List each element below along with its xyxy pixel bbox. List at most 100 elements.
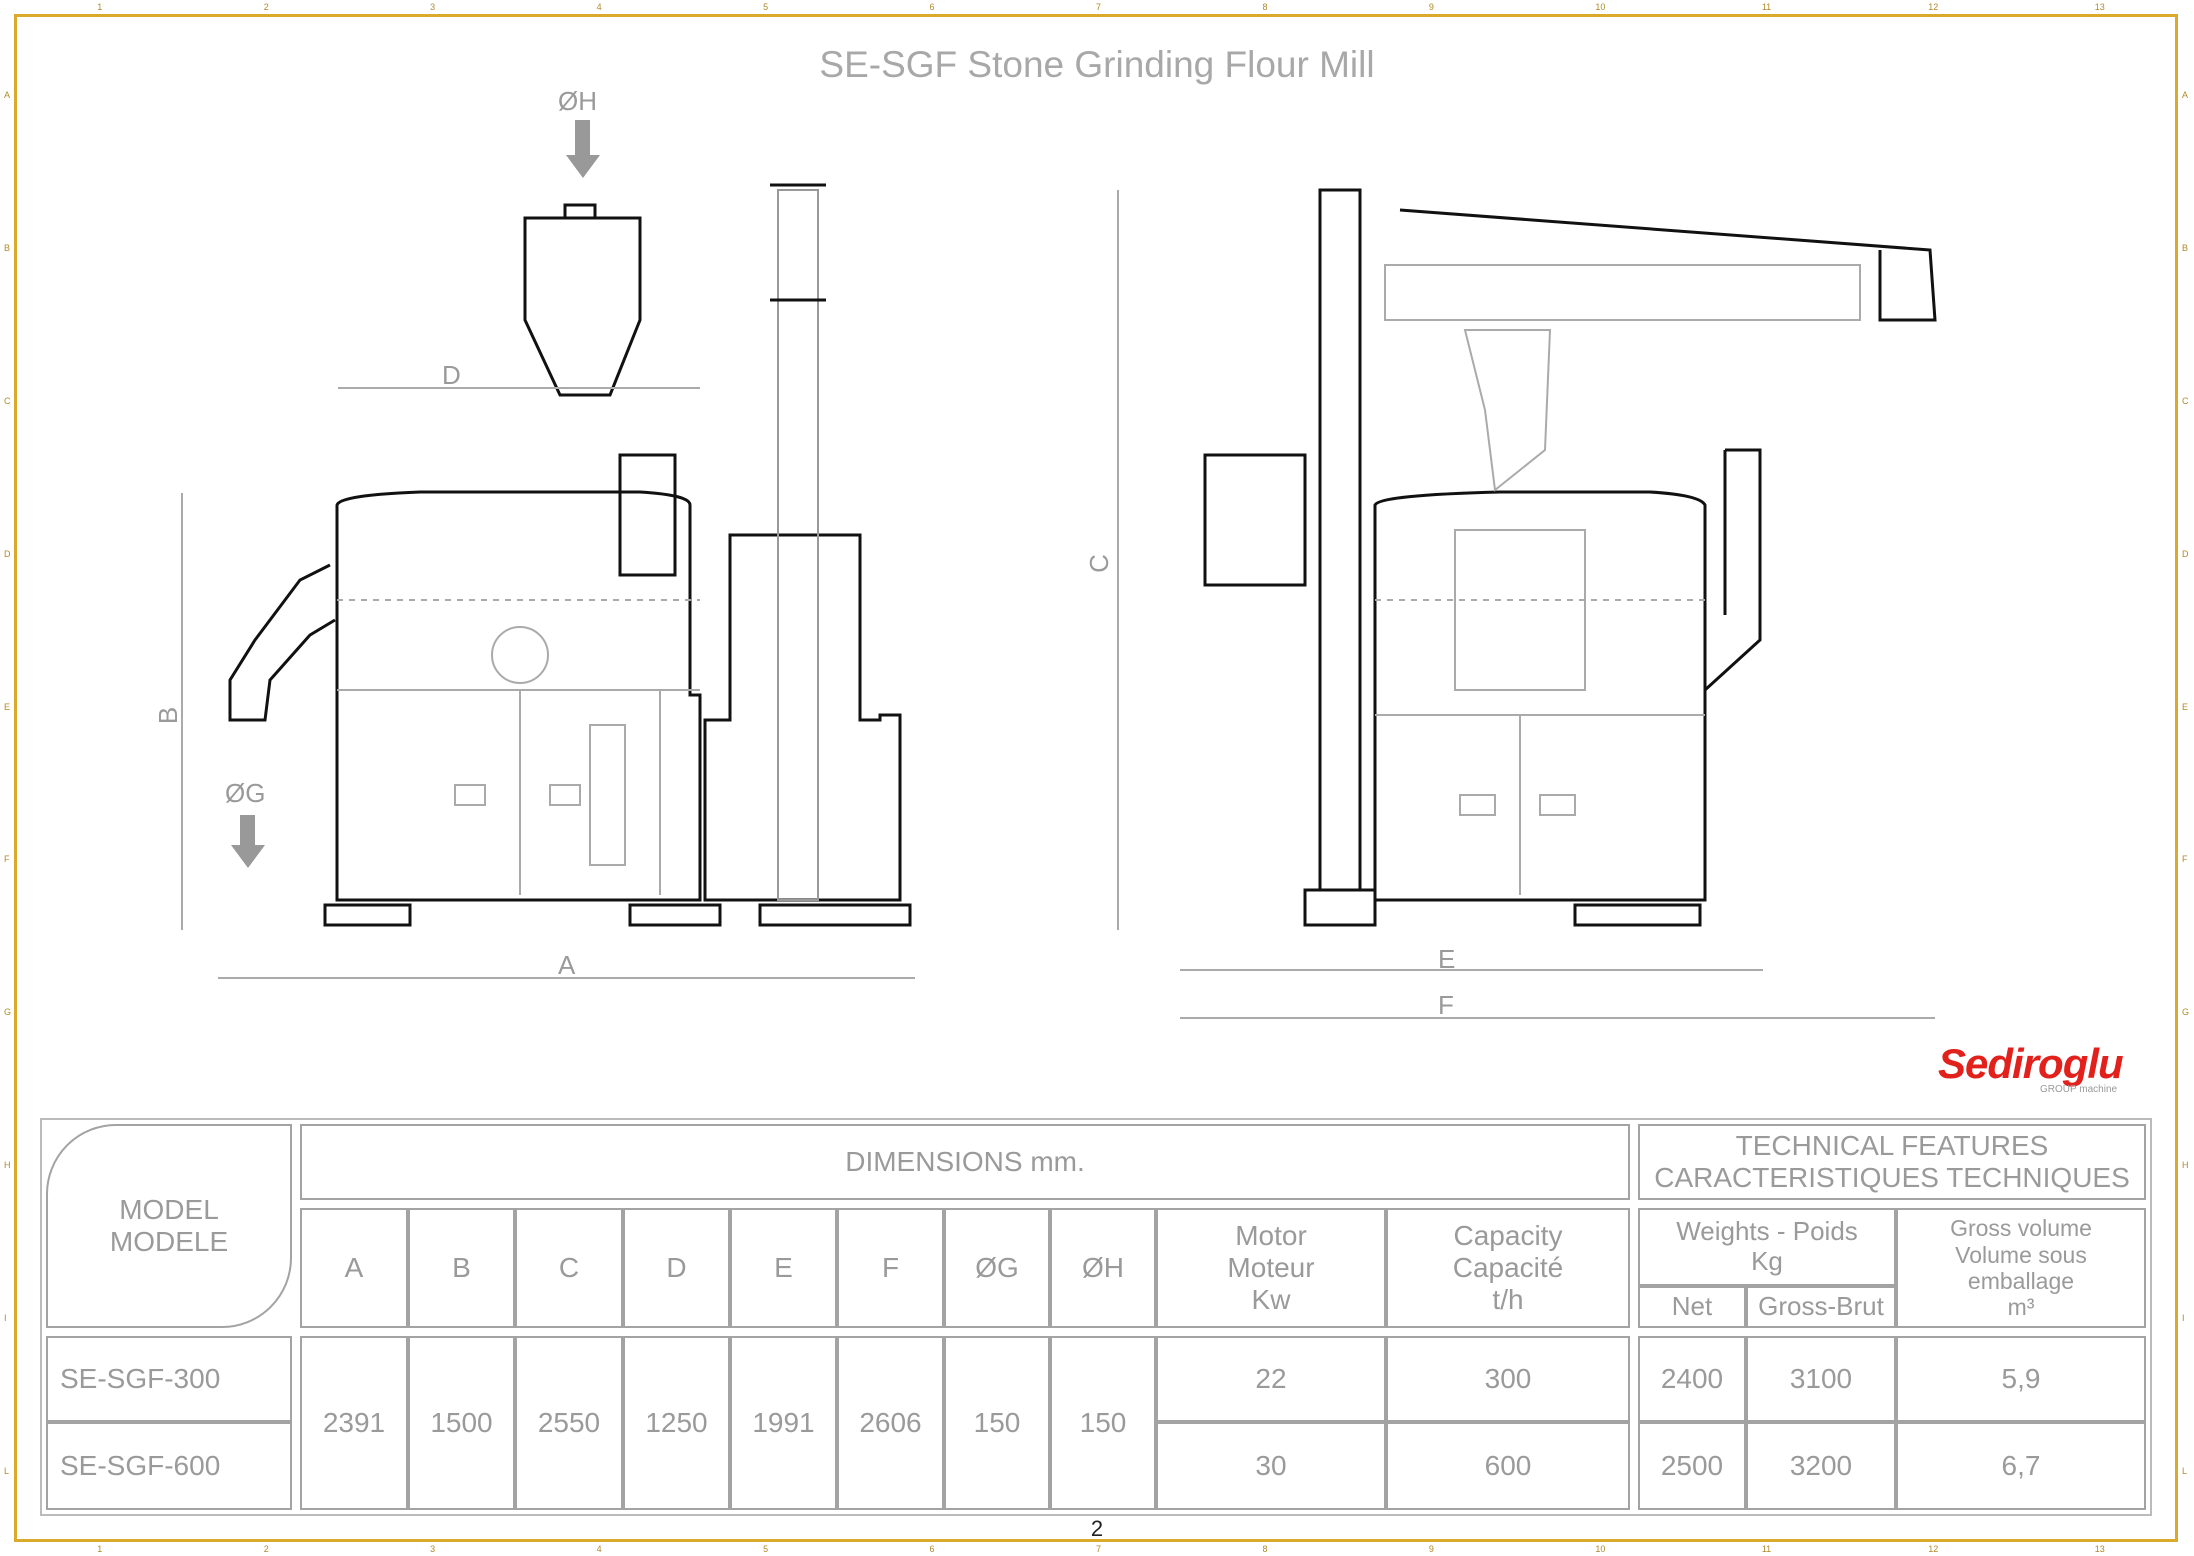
page-number: 2 (1090, 1516, 1104, 1541)
ruler-row-label: F (4, 854, 10, 865)
ruler-column-label: 7 (1096, 2, 1102, 12)
ruler-row-label: L (4, 1465, 10, 1476)
ruler-row-label: H (4, 1160, 11, 1170)
row-motor-600: 30 (1156, 1422, 1386, 1510)
dim-value-a: 2391 (300, 1336, 408, 1510)
dim-label-a: A (558, 950, 576, 980)
ruler-row-label: B (2182, 243, 2189, 254)
ruler-row-label: B (4, 243, 11, 254)
mill-body-outline (335, 490, 702, 902)
dim-value-g: 150 (944, 1336, 1050, 1510)
ruler-column-label: 8 (1262, 2, 1268, 12)
ruler-row-label: G (4, 1007, 12, 1018)
row-volume-600: 6,7 (1896, 1422, 2146, 1510)
ruler-column-label: 13 (2094, 2, 2105, 12)
crane-column (1318, 188, 1362, 892)
dim-value-f: 2606 (837, 1336, 944, 1510)
ruler-row-label: H (2182, 1160, 2189, 1170)
ruler-column-label: 11 (1761, 1544, 1772, 1554)
technical-drawing (181, 120, 1937, 1019)
ruler-column-label: 6 (929, 1544, 935, 1554)
sheet-frame (14, 14, 2178, 1542)
ruler-row-label: D (4, 548, 11, 559)
ruler-column-label: 4 (596, 2, 602, 12)
ruler-row-label: L (2182, 1465, 2188, 1476)
ruler-column-label: 3 (430, 2, 436, 12)
col-header-c: C (515, 1208, 623, 1328)
ruler-column-label: 9 (1428, 2, 1434, 12)
col-header-gross: Gross-Brut (1746, 1286, 1896, 1328)
ruler-column-label: 7 (1096, 1544, 1102, 1554)
dimensions-header: DIMENSIONS mm. (300, 1124, 1630, 1200)
col-header-d: D (623, 1208, 730, 1328)
ruler-row-label: I (2182, 1312, 2185, 1323)
ruler-column-label: 9 (1428, 1544, 1434, 1554)
col-header-g: ØG (944, 1208, 1050, 1328)
ruler-column-label: 8 (1262, 1544, 1268, 1554)
dim-value-e: 1991 (730, 1336, 837, 1510)
col-header-net: Net (1638, 1286, 1746, 1328)
col-header-h: ØH (1050, 1208, 1156, 1328)
row-model-600: SE-SGF-600 (46, 1422, 292, 1510)
ruler-column-label: 12 (1928, 1544, 1939, 1554)
ruler-column-label: 4 (596, 1544, 602, 1554)
ruler-row-label: F (2182, 854, 2188, 865)
row-volume-300: 5,9 (1896, 1336, 2146, 1422)
ruler-row-label: A (4, 90, 11, 101)
exhaust-pipe (777, 189, 819, 901)
table-outer (40, 1118, 2152, 1516)
ruler-column-label: 1 (97, 2, 103, 12)
ruler-row-label: I (4, 1312, 7, 1323)
col-header-e: E (730, 1208, 837, 1328)
col-header-a: A (300, 1208, 408, 1328)
row-motor-300: 22 (1156, 1336, 1386, 1422)
drawing-title: SE-SGF Stone Grinding Flour Mill (819, 44, 1375, 85)
col-header-b: B (408, 1208, 515, 1328)
brand-logo: Sediroglu (1938, 1040, 2124, 1087)
row-gross-300: 3100 (1746, 1336, 1896, 1422)
ruler-column-label: 10 (1595, 1544, 1606, 1554)
dim-value-c: 2550 (515, 1336, 623, 1510)
ruler-column-label: 12 (1928, 2, 1939, 12)
row-capacity-300: 300 (1386, 1336, 1630, 1422)
ruler-column-label: 2 (263, 1544, 269, 1554)
ruler-column-label: 3 (430, 1544, 436, 1554)
ruler-row-label: E (4, 701, 11, 712)
ruler-row-label: C (4, 396, 11, 406)
dim-label-h: ØH (558, 86, 597, 116)
ruler-column-label: 5 (763, 2, 769, 12)
row-capacity-600: 600 (1386, 1422, 1630, 1510)
chute-outline (228, 563, 336, 722)
dim-value-b: 1500 (408, 1336, 515, 1510)
ruler-column-label: 1 (97, 1544, 103, 1554)
dim-label-d: D (442, 360, 461, 390)
ruler-row-label: E (2182, 701, 2189, 712)
dim-label-b: B (153, 706, 184, 725)
ruler-column-label: 2 (263, 2, 269, 12)
ruler-column-label: 6 (929, 2, 935, 12)
ruler-column-label: 10 (1595, 2, 1606, 12)
dim-label-e: E (1438, 944, 1456, 974)
ruler-column-label: 11 (1761, 2, 1772, 12)
dim-value-h: 150 (1050, 1336, 1156, 1510)
dim-label-g: ØG (225, 778, 266, 808)
row-model-300: SE-SGF-300 (46, 1336, 292, 1422)
ruler-row-label: A (2182, 90, 2189, 101)
dim-value-d: 1250 (623, 1336, 730, 1510)
mill-body-right (1373, 490, 1707, 902)
dim-label-f: F (1438, 990, 1454, 1020)
ruler-row-label: G (2182, 1007, 2190, 1018)
motor-housing (703, 533, 902, 902)
ruler-row-label: D (2182, 548, 2189, 559)
ruler-row-label: C (2182, 396, 2189, 406)
col-header-f: F (837, 1208, 944, 1328)
ruler-column-label: 13 (2094, 1544, 2105, 1554)
crane-arm (1399, 208, 1937, 322)
